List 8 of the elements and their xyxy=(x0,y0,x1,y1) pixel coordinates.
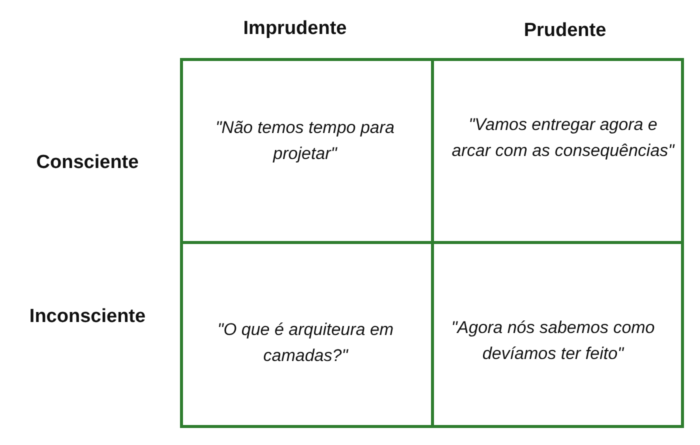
row-header: Inconsciente xyxy=(28,306,147,328)
quadrant-quote: "O que é arquiteura em camadas?" xyxy=(216,319,395,367)
quadrant-quote: "Agora nós sabemos como devíamos ter feito" xyxy=(450,317,656,365)
column-header: Prudente xyxy=(522,20,608,42)
quadrant-quote: "Vamos entregar agora e arcar com as consequências" xyxy=(450,114,676,162)
quadrant-quote: "Não temos tempo para projetar" xyxy=(214,117,396,165)
row-header: Consciente xyxy=(35,152,140,174)
column-header: Imprudente xyxy=(242,18,348,40)
